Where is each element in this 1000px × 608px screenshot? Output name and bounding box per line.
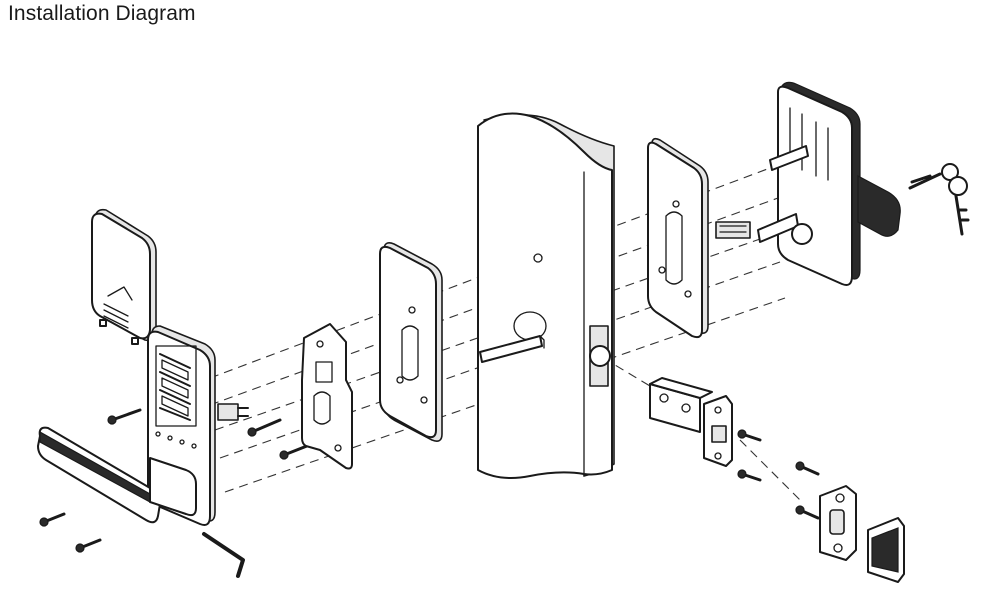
allen-wrench-icon — [202, 532, 245, 578]
latch-icon — [649, 377, 733, 467]
strike-plate-icon — [819, 485, 905, 583]
screws — [39, 408, 820, 553]
keys-icon — [908, 163, 970, 236]
screw-icon — [107, 408, 142, 425]
interior-gasket-icon — [647, 137, 709, 339]
spindle-icon — [479, 335, 545, 363]
gasket-icon — [379, 242, 443, 442]
screw-icon — [75, 538, 102, 553]
interior-lock-body-icon — [715, 81, 901, 286]
door-icon — [477, 112, 615, 479]
screw-icon — [795, 505, 820, 520]
screw-icon — [39, 512, 66, 527]
mounting-plate-icon — [301, 323, 353, 470]
screw-icon — [795, 461, 820, 476]
screw-icon — [737, 469, 762, 482]
lever-handle-icon — [37, 426, 197, 524]
page-title: Installation Diagram — [8, 2, 196, 25]
screw-icon — [247, 418, 282, 437]
screw-icon — [737, 429, 762, 442]
battery-cover-icon — [91, 208, 157, 345]
